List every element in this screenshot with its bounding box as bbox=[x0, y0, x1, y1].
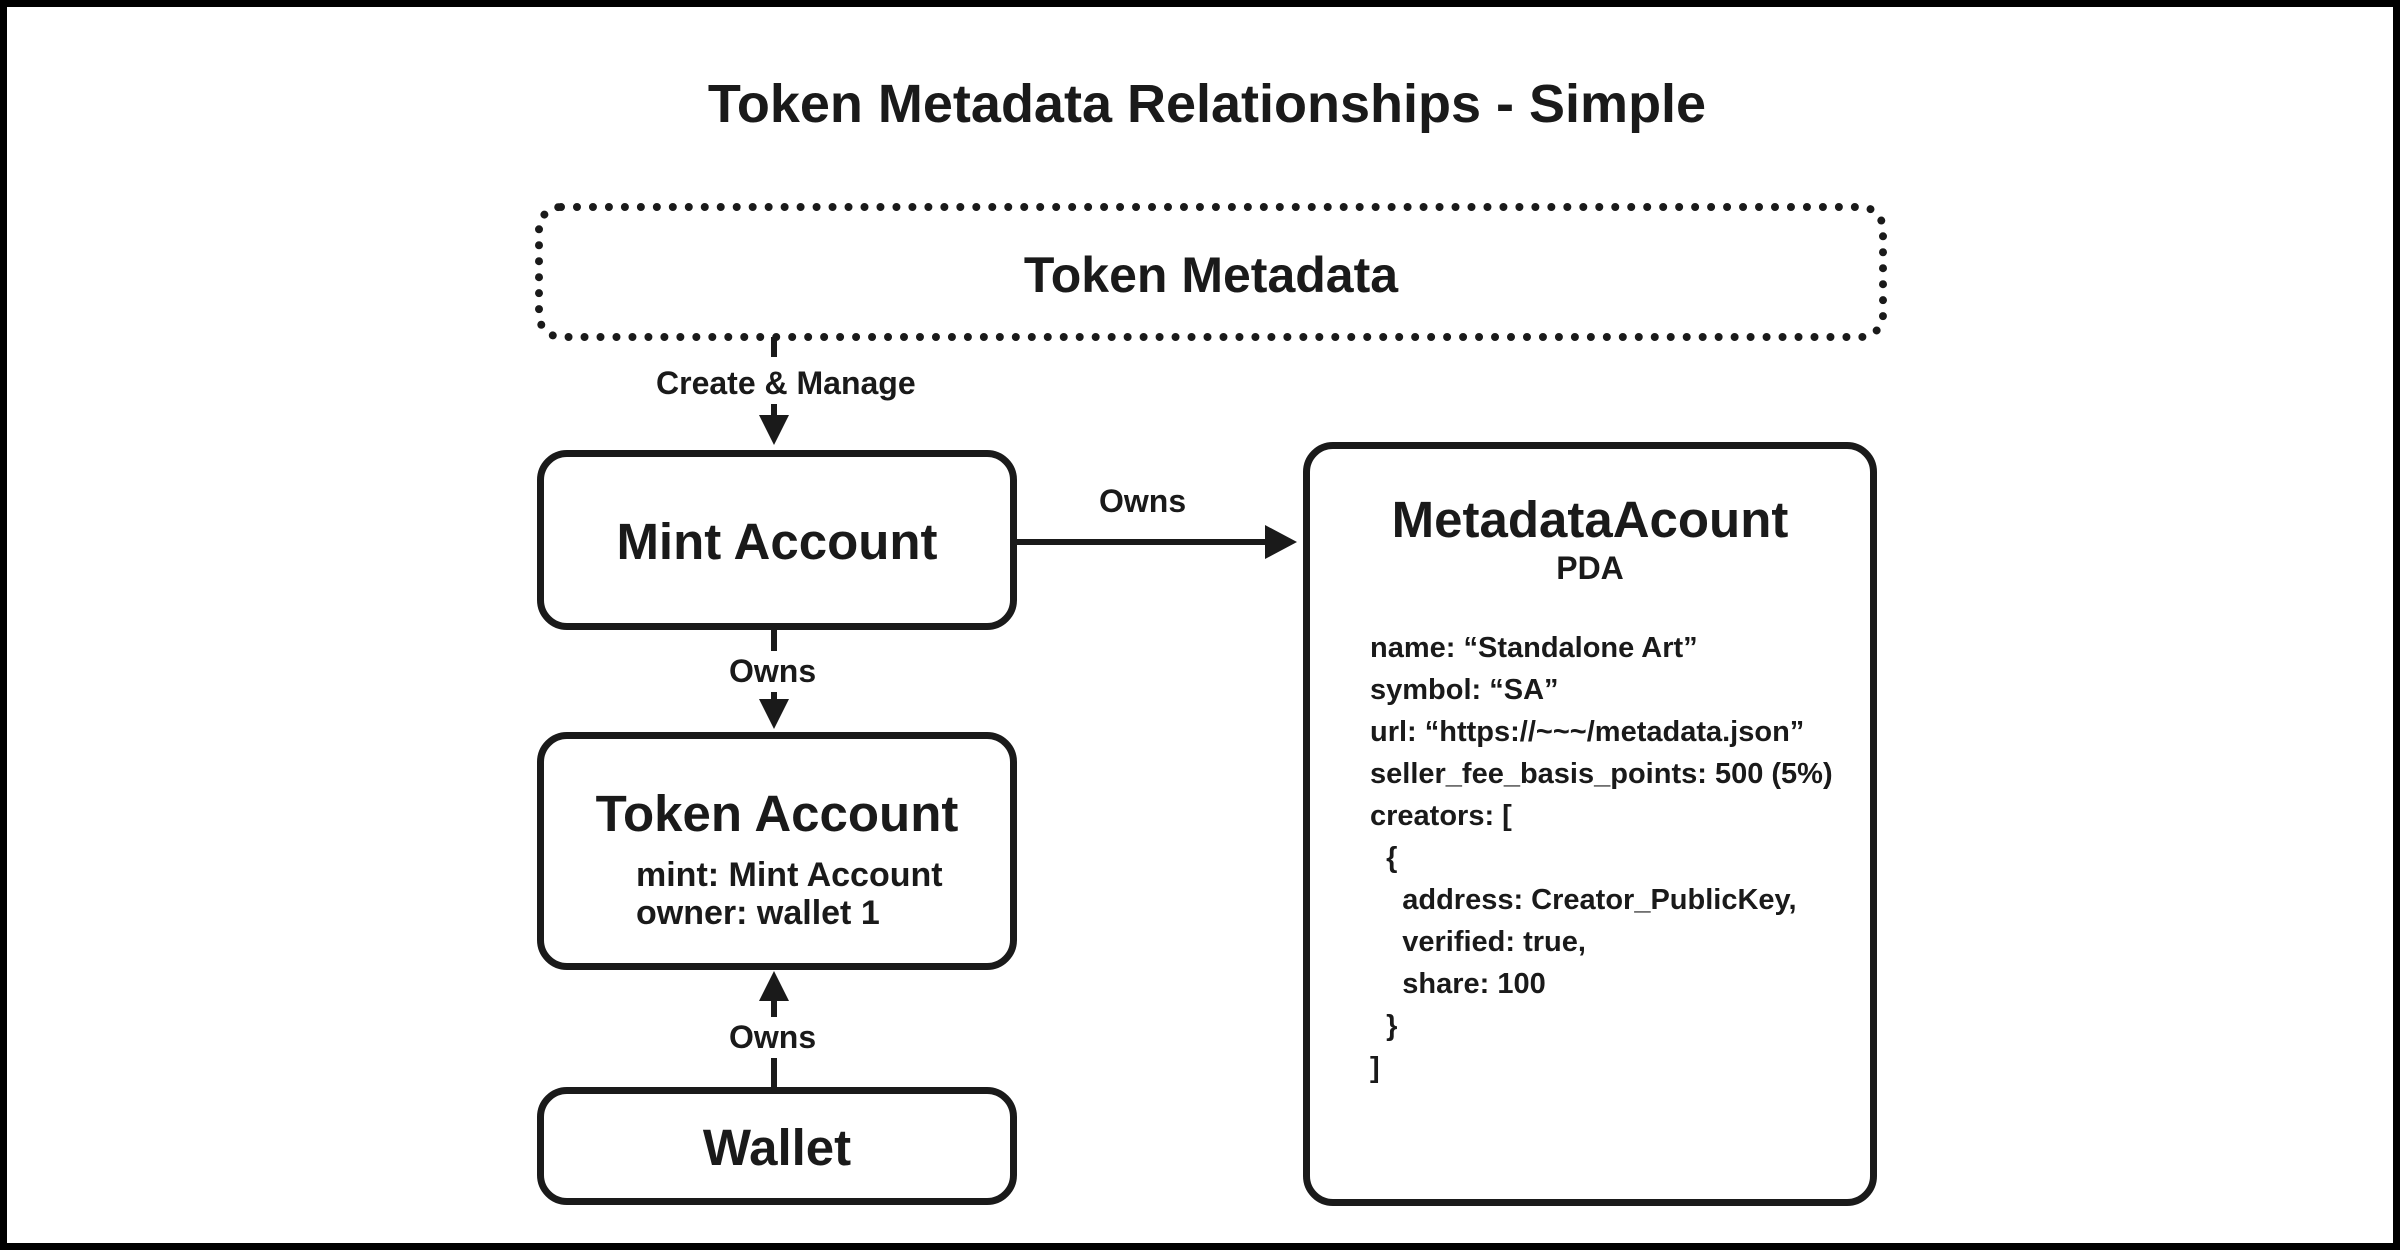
token-account-field-mint: mint: Mint Account bbox=[636, 856, 943, 894]
token-metadata-program-box: Token Metadata bbox=[535, 203, 1887, 341]
metadata-line-brace-close: } bbox=[1370, 1010, 1398, 1042]
token-account-box: Token Account mint: Mint Account owner: … bbox=[537, 732, 1017, 970]
wallet-label: Wallet bbox=[702, 1119, 852, 1176]
wallet-box: Wallet bbox=[537, 1087, 1017, 1205]
metadata-line-brace-open: { bbox=[1370, 842, 1398, 874]
metadata-line-creators-close: ] bbox=[1370, 1052, 1380, 1084]
metadata-line-name: name: “Standalone Art” bbox=[1370, 632, 1698, 664]
edge-label-wallet-owns-token: Owns bbox=[723, 1017, 823, 1058]
token-account-field-owner: owner: wallet 1 bbox=[636, 894, 880, 932]
edge-label-create-manage: Create & Manage bbox=[650, 363, 922, 404]
arrowhead-mint-to-metadata bbox=[1265, 525, 1297, 559]
arrowhead-mint-to-token bbox=[759, 699, 789, 729]
arrowhead-program-to-mint bbox=[759, 415, 789, 445]
metadata-line-creators-open: creators: [ bbox=[1370, 800, 1512, 832]
metadata-line-share: share: 100 bbox=[1370, 968, 1546, 1000]
mint-account-box: Mint Account bbox=[537, 450, 1017, 630]
diagram-connectors bbox=[759, 337, 1297, 1087]
metadata-line-seller-fee: seller_fee_basis_points: 500 (5%) bbox=[1370, 758, 1833, 790]
edge-label-mint-owns-token: Owns bbox=[723, 651, 823, 692]
token-metadata-program-label: Token Metadata bbox=[1023, 247, 1399, 303]
edge-label-mint-owns-metadata: Owns bbox=[1093, 481, 1193, 522]
metadata-line-symbol: symbol: “SA” bbox=[1370, 674, 1559, 706]
mint-account-label: Mint Account bbox=[616, 513, 938, 570]
metadata-account-sublabel: PDA bbox=[1556, 550, 1624, 586]
token-account-label: Token Account bbox=[595, 785, 959, 842]
arrowhead-wallet-to-token bbox=[759, 971, 789, 1001]
metadata-account-box: MetadataAcount PDA bbox=[1303, 442, 1877, 1206]
metadata-line-url: url: “https://~~~/metadata.json” bbox=[1370, 716, 1805, 748]
metadata-account-label: MetadataAcount bbox=[1391, 491, 1789, 548]
diagram-title: Token Metadata Relationships - Simple bbox=[707, 74, 1707, 134]
metadata-line-verified: verified: true, bbox=[1370, 926, 1586, 958]
metadata-line-address: address: Creator_PublicKey, bbox=[1370, 884, 1797, 916]
